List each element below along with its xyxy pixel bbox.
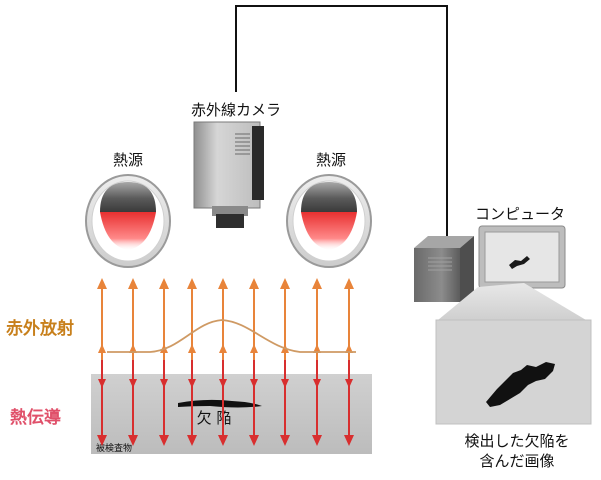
conduction-arrow — [312, 360, 322, 446]
arrow-layer — [97, 278, 354, 446]
result-image-label-line1: 検出した欠陥を — [464, 432, 569, 450]
radiation-arrow-head — [159, 278, 169, 289]
radiation-arrow-head — [250, 344, 258, 353]
radiation-arrow-head — [344, 278, 354, 289]
conduction-arrow-head — [249, 435, 259, 446]
conduction-arrow-head — [159, 435, 169, 446]
infrared-camera-icon — [193, 121, 264, 228]
infrared-camera: 赤外線カメラ — [191, 101, 281, 228]
result-image-label-line2: 含んだ画像 — [479, 452, 554, 470]
radiation-arrow-head — [129, 344, 137, 353]
specimen-label: 被検査物 — [96, 442, 132, 454]
computer-label: コンピュータ — [475, 205, 565, 223]
heat-source-right: 熱源 — [286, 151, 372, 268]
radiation-arrow-head — [187, 278, 197, 289]
conduction-arrow — [344, 360, 354, 446]
conduction-arrow-head — [187, 435, 197, 446]
heat-conduction-label: 熱伝導 — [10, 407, 61, 428]
heat-lamp-icon — [286, 174, 372, 268]
defect-mark — [178, 399, 262, 408]
conduction-arrow-head — [345, 379, 353, 388]
heat-source-left: 熱源 — [85, 151, 171, 268]
conduction-arrow-head — [250, 379, 258, 388]
radiation-arrow — [159, 278, 169, 364]
heat-source-left-label: 熱源 — [113, 151, 143, 169]
radiation-arrow — [97, 278, 107, 364]
radiation-arrow-head — [219, 344, 227, 353]
detected-defect-image — [486, 362, 555, 407]
signal-cable — [235, 5, 448, 247]
conduction-arrow-head — [160, 379, 168, 388]
conduction-arrow-head — [344, 435, 354, 446]
conduction-arrow-head — [98, 379, 106, 388]
radiation-arrow-head — [313, 344, 321, 353]
radiation-arrow-head — [218, 278, 228, 289]
conduction-arrow — [249, 360, 259, 446]
conduction-arrow-head — [313, 379, 321, 388]
conduction-arrow-head — [219, 379, 227, 388]
radiation-arrow-head — [98, 344, 106, 353]
radiation-arrow-head — [97, 278, 107, 289]
conduction-arrow-head — [188, 379, 196, 388]
radiation-arrow — [280, 278, 290, 364]
radiation-arrow-head — [188, 344, 196, 353]
radiation-arrow-head — [249, 278, 259, 289]
heat-source-right-label: 熱源 — [316, 151, 346, 169]
radiation-arrow — [187, 278, 197, 364]
conduction-arrow — [187, 360, 197, 446]
conduction-arrow-head — [128, 435, 138, 446]
radiation-arrow-head — [128, 278, 138, 289]
camera-label: 赤外線カメラ — [191, 101, 281, 119]
conduction-arrow — [128, 360, 138, 446]
conduction-arrow — [218, 360, 228, 446]
conduction-arrow-head — [218, 435, 228, 446]
radiation-arrow — [218, 278, 228, 364]
conduction-arrow — [159, 360, 169, 446]
surface-temperature-curve — [107, 319, 356, 353]
radiation-arrow-head — [345, 344, 353, 353]
computer: コンピュータ — [414, 205, 566, 302]
conduction-arrow-head — [312, 435, 322, 446]
heat-lamp-icon — [85, 174, 171, 268]
conduction-arrow-head — [129, 379, 137, 388]
radiation-arrow-head — [280, 278, 290, 289]
conduction-arrow-head — [97, 435, 107, 446]
result-image: 検出した欠陥を 含んだ画像 — [435, 283, 592, 470]
desktop-computer-icon — [414, 225, 566, 302]
conduction-arrow — [97, 360, 107, 446]
infrared-radiation-label: 赤外放射 — [6, 318, 74, 339]
radiation-arrow-head — [312, 278, 322, 289]
radiation-arrow — [249, 278, 259, 364]
specimen: 欠 陥 被検査物 — [91, 374, 372, 454]
defect-label: 欠 陥 — [197, 409, 232, 427]
conduction-arrow-head — [281, 379, 289, 388]
conduction-arrow — [280, 360, 290, 446]
conduction-arrow-head — [280, 435, 290, 446]
